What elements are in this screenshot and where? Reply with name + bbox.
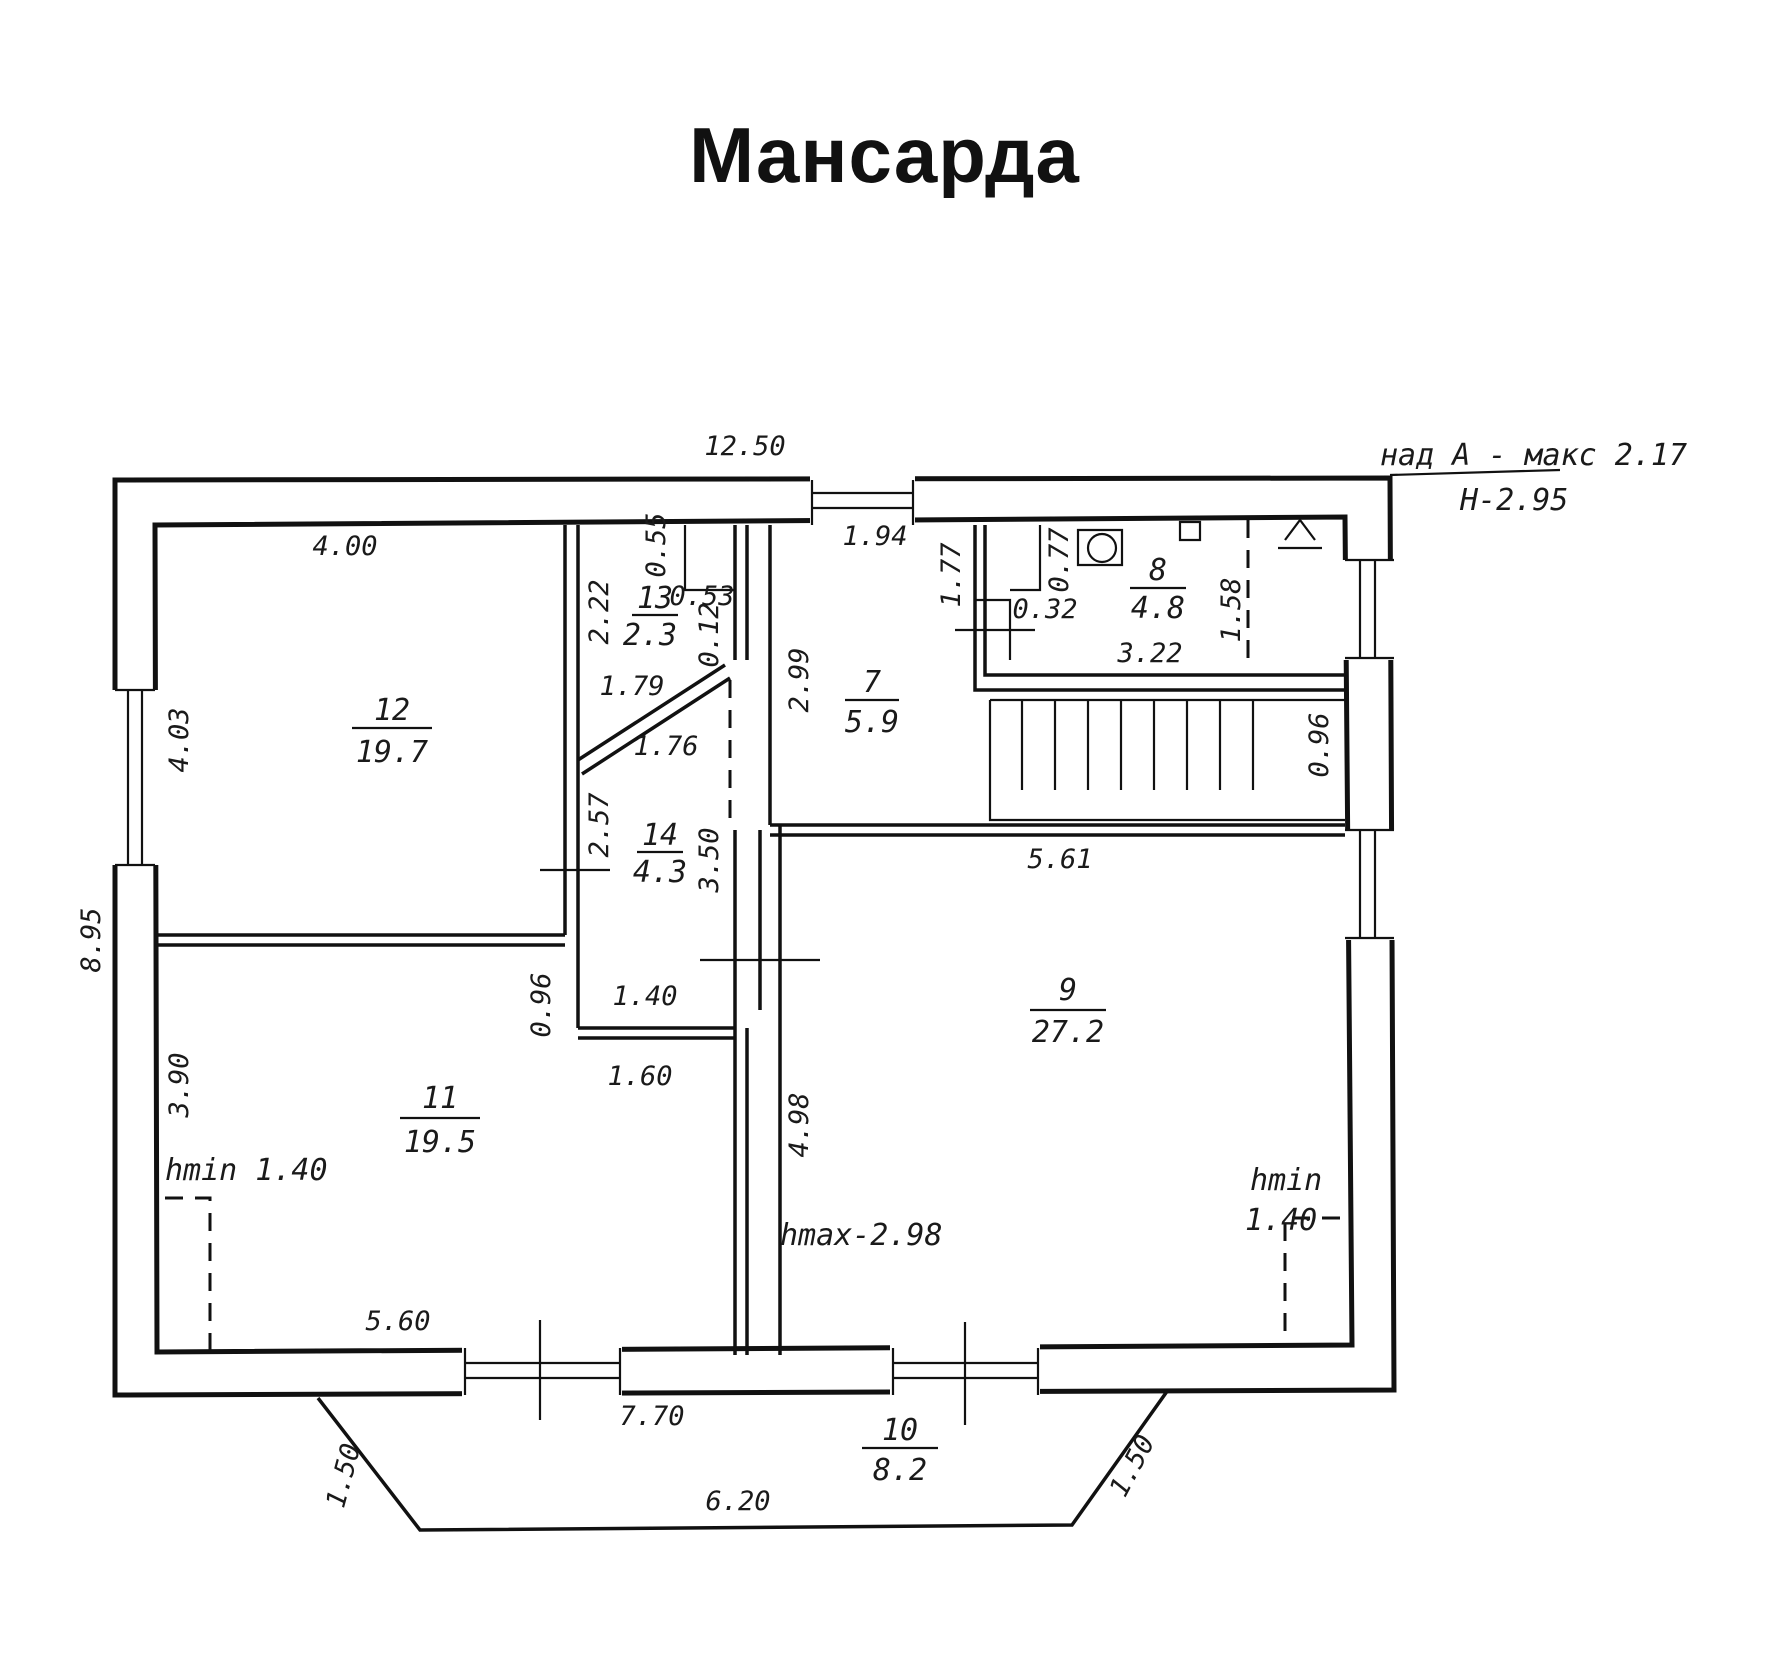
inner-wall-outline [152, 514, 1355, 1355]
wall-7-9 [770, 823, 1345, 837]
room-number: 9 [1059, 973, 1077, 1008]
wall-13-diagonal [577, 663, 731, 776]
dim-stair-depth: 0.96 [1304, 712, 1335, 777]
bottom-window-right [891, 1348, 1040, 1395]
staircase-steps [1020, 700, 1255, 790]
top-window [810, 480, 915, 525]
bottom-window-left [463, 1348, 622, 1395]
wall-bathroom [973, 525, 1345, 692]
room-number: 7 [863, 665, 881, 700]
room-number: 14 [642, 818, 678, 853]
wall-7-left [768, 525, 782, 1355]
dim-r8-depth-left: 1.77 [936, 542, 967, 607]
dim-r11-width: 5.60 [365, 1306, 430, 1337]
bathroom-fixture-partition [1010, 525, 1042, 592]
bathroom-wall-detail [975, 598, 1012, 660]
dim-r13-top: 0.55 [641, 512, 672, 577]
toilet-outline [1076, 528, 1124, 567]
room-area: 4.3 [633, 855, 687, 890]
dim-r13-mid: 0.53 [669, 581, 734, 612]
dim-r14-width: 1.40 [612, 981, 677, 1012]
room-number: 13 [637, 581, 673, 616]
note-hmin-left: hmin 1.40 [165, 1153, 328, 1188]
room-14: 14 4.3 [633, 818, 687, 890]
dim-r8-small2: 0.32 [1012, 594, 1077, 625]
dim-r9-depth: 4.98 [784, 1092, 815, 1157]
dim-r8-width: 3.22 [1116, 638, 1182, 669]
room-number: 12 [374, 693, 410, 728]
staircase-outline [988, 698, 1345, 822]
dim-r13-small: 0.12 [694, 602, 725, 667]
room-number: 10 [882, 1413, 918, 1448]
note-hmin-right-1: hmin [1250, 1163, 1322, 1198]
hmin-right-dashed [1283, 1216, 1340, 1340]
dim-r8-small: 0.77 [1044, 527, 1075, 592]
wall-12-11 [158, 933, 565, 947]
hmin-left-dashed [165, 1196, 212, 1352]
dim-r13-diag2: 1.76 [633, 731, 698, 762]
dim-r14-bottom: 1.60 [607, 1061, 672, 1092]
dim-balcony-front: 6.20 [705, 1486, 770, 1517]
dim-overall-depth: 8.95 [76, 907, 107, 972]
right-window-lower [1345, 828, 1394, 940]
dim-r13-diag1: 1.79 [599, 671, 664, 702]
room-area: 19.5 [404, 1125, 476, 1160]
room-area: 2.3 [623, 618, 677, 653]
axis-lines [538, 1320, 967, 1425]
dim-r14-depth: 2.57 [584, 792, 615, 857]
shower-icon [1278, 518, 1322, 550]
room-7: 7 5.9 [845, 665, 899, 740]
dim-r13-depth: 2.22 [584, 579, 615, 644]
note-top-right-1: над А - макс 2.17 [1380, 438, 1687, 473]
dim-r11-depth: 3.90 [164, 1052, 195, 1118]
plan-title: Мансарда [689, 111, 1080, 199]
dim-r9-width: 5.61 [1027, 844, 1092, 875]
dim-r7-width: 1.94 [842, 521, 907, 552]
room-area: 4.8 [1131, 591, 1185, 626]
wall-corridor-9 [733, 830, 762, 1010]
closet-13-shelf [683, 525, 735, 592]
note-top-right-2: Н-2.95 [1459, 483, 1568, 518]
dim-r7-depth: 2.99 [784, 647, 815, 712]
room-number: 8 [1149, 553, 1167, 588]
room-9: 9 27.2 [1030, 973, 1106, 1050]
dim-r12-width: 4.00 [312, 531, 377, 562]
dim-overall-width: 12.50 [704, 431, 785, 462]
sink-icon [1178, 520, 1202, 542]
wall-12-corridor [563, 525, 580, 1028]
dim-balcony-length: 7.70 [619, 1401, 684, 1432]
balcony-outline [316, 1388, 1170, 1532]
toilet-icon [1086, 532, 1118, 564]
note-hmax: hmax-2.98 [780, 1218, 943, 1253]
left-window [115, 688, 155, 867]
room-area: 5.9 [845, 705, 899, 740]
room-number: 11 [422, 1081, 458, 1116]
room-area: 8.2 [873, 1453, 927, 1488]
corridor-dashed-line [728, 680, 772, 820]
outer-wall-outline [112, 475, 1397, 1398]
dim-r8-depth: 1.58 [1216, 577, 1247, 642]
room-12: 12 19.7 [352, 693, 432, 770]
right-window-upper [1345, 558, 1394, 660]
room-8: 8 4.8 [1130, 553, 1186, 626]
room-11: 11 19.5 [400, 1081, 480, 1160]
wall-13-right [733, 525, 749, 660]
wall-11-right [733, 1010, 749, 1355]
note-hmin-right-2: 1.40 [1245, 1203, 1317, 1238]
room-area: 27.2 [1032, 1015, 1104, 1050]
dim-balcony-left: 1.50 [320, 1440, 367, 1511]
room-10: 10 8.2 [862, 1413, 938, 1488]
dim-r14-side: 0.96 [526, 972, 557, 1037]
room-13: 13 2.3 [623, 581, 678, 653]
door-markers [540, 628, 1035, 962]
dim-hall-depth: 3.50 [694, 827, 725, 893]
room-area: 19.7 [356, 735, 428, 770]
note-underline [1389, 468, 1561, 477]
wall-14-bottom [578, 1026, 735, 1040]
dim-r12-depth: 4.03 [164, 707, 195, 772]
